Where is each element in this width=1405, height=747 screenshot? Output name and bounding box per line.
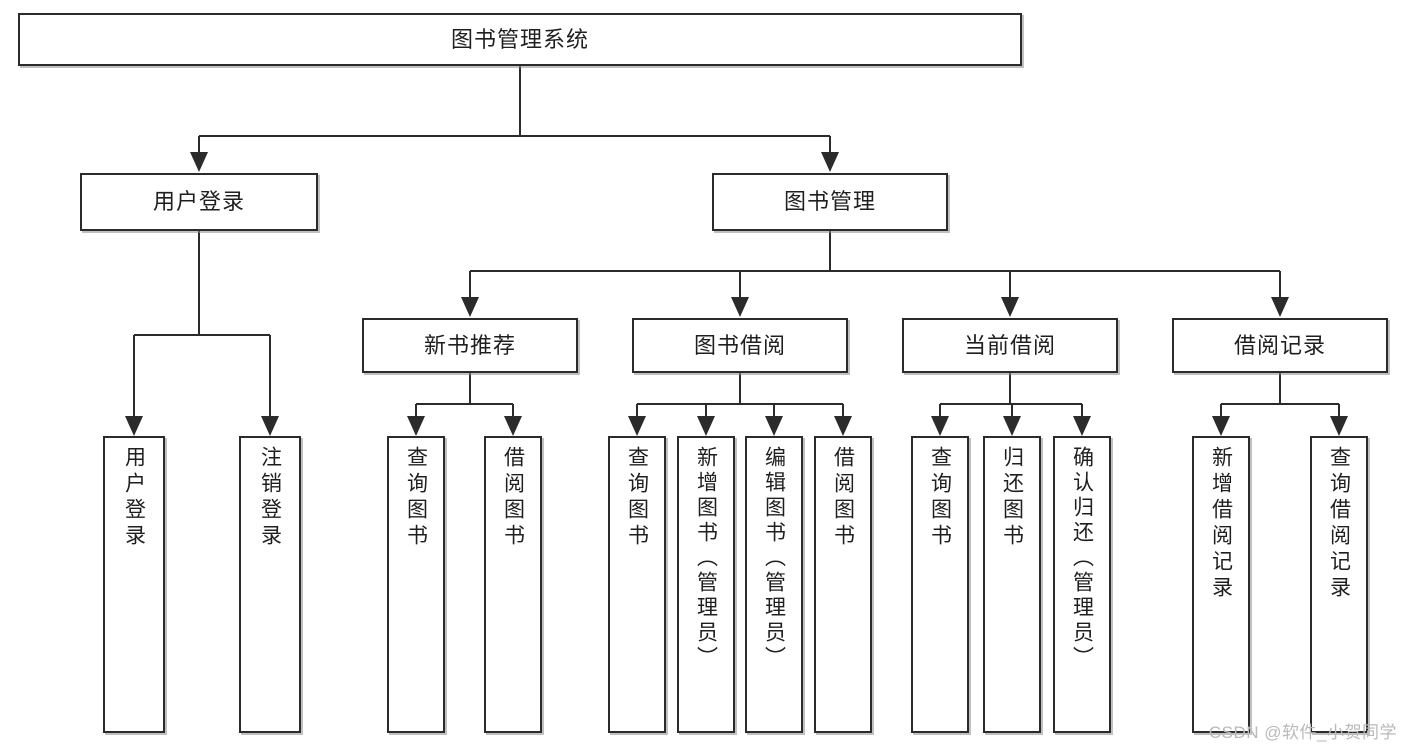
- node-label: 当前借阅: [963, 332, 1056, 358]
- node-leaf-query-book-recommend[interactable]: 查询图书: [387, 436, 445, 733]
- node-book-management[interactable]: 图书管理: [712, 173, 948, 231]
- node-current-borrow[interactable]: 当前借阅: [902, 318, 1118, 373]
- node-label: 新增借阅记录: [1209, 446, 1233, 602]
- node-leaf-logout[interactable]: 注销登录: [239, 436, 301, 733]
- node-leaf-query-borrow-record[interactable]: 查询借阅记录: [1310, 436, 1368, 733]
- node-leaf-edit-book-admin[interactable]: 编辑图书（管理员）: [745, 436, 803, 733]
- node-label: 图书借阅: [693, 332, 786, 358]
- node-leaf-add-borrow-record[interactable]: 新增借阅记录: [1192, 436, 1250, 733]
- node-label: 编辑图书（管理员）: [762, 446, 786, 671]
- node-label: 查询图书: [625, 446, 649, 550]
- node-book-borrow[interactable]: 图书借阅: [632, 318, 848, 373]
- node-label: 借阅图书: [501, 446, 525, 550]
- node-label: 图书管理: [783, 189, 876, 215]
- node-leaf-add-book-admin[interactable]: 新增图书（管理员）: [677, 436, 735, 733]
- node-label: 查询图书: [404, 446, 428, 550]
- node-user-login[interactable]: 用户登录: [80, 173, 318, 231]
- node-label: 借阅记录: [1233, 332, 1326, 358]
- node-label: 查询借阅记录: [1327, 446, 1351, 602]
- node-label: 确认归还（管理员）: [1070, 446, 1094, 671]
- node-borrow-record[interactable]: 借阅记录: [1172, 318, 1388, 373]
- node-new-book-recommend[interactable]: 新书推荐: [362, 318, 578, 373]
- node-label: 用户登录: [152, 189, 245, 215]
- node-label: 新增图书（管理员）: [694, 446, 718, 671]
- node-leaf-user-login[interactable]: 用户登录: [103, 436, 165, 733]
- node-book-management-system[interactable]: 图书管理系统: [18, 13, 1022, 66]
- node-label: 归还图书: [1000, 446, 1024, 550]
- node-label: 图书管理系统: [450, 26, 589, 52]
- node-label: 新书推荐: [423, 332, 516, 358]
- node-leaf-borrow-book-borrow[interactable]: 借阅图书: [814, 436, 872, 733]
- node-label: 查询图书: [928, 446, 952, 550]
- node-label: 用户登录: [122, 446, 146, 550]
- node-leaf-borrow-book-recommend[interactable]: 借阅图书: [484, 436, 542, 733]
- watermark-text: CSDN @软件_小贺同学: [1208, 723, 1397, 742]
- node-leaf-query-book-borrow[interactable]: 查询图书: [608, 436, 666, 733]
- node-leaf-confirm-return-admin[interactable]: 确认归还（管理员）: [1053, 436, 1111, 733]
- node-leaf-return-book[interactable]: 归还图书: [983, 436, 1041, 733]
- node-label: 借阅图书: [831, 446, 855, 550]
- node-label: 注销登录: [258, 446, 282, 550]
- node-leaf-query-book-current[interactable]: 查询图书: [911, 436, 969, 733]
